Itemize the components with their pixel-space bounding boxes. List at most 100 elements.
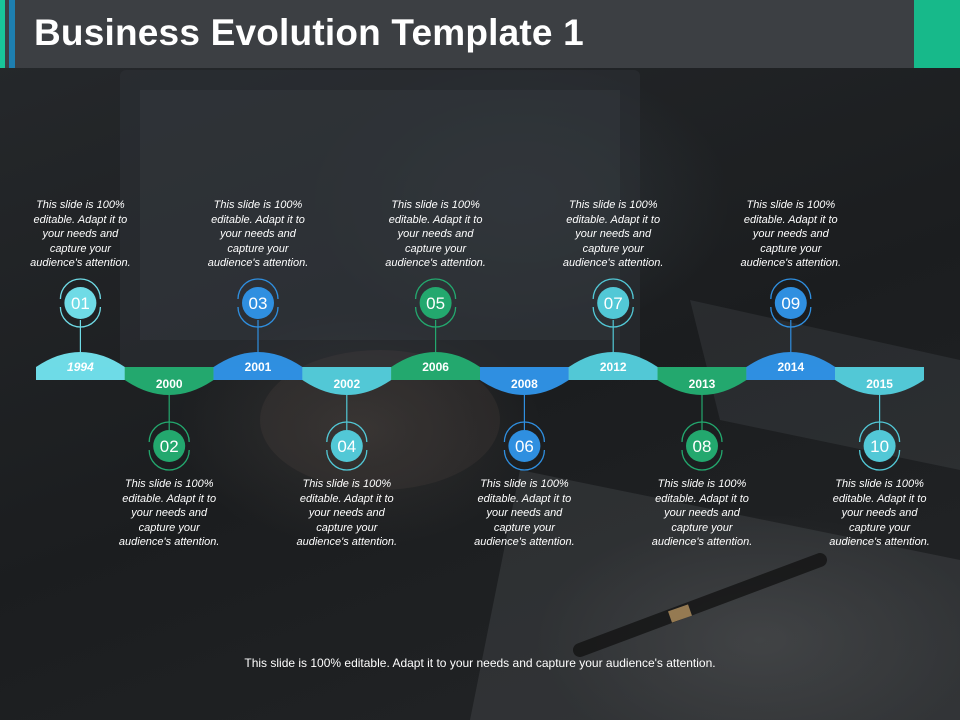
description-line: editable. Adapt it to <box>566 213 661 226</box>
year-segment-band <box>36 367 125 380</box>
description-line: audience's attention. <box>474 536 575 548</box>
title-bar: Business Evolution Template 1 <box>0 0 914 68</box>
ring-arc <box>681 421 723 443</box>
description-line: This slide is 100% <box>835 478 924 490</box>
ring-arc <box>148 449 190 471</box>
milestone-01: 1994 01 <box>36 278 125 380</box>
description-line: your needs and <box>664 507 740 519</box>
description-line: audience's attention. <box>30 257 131 269</box>
milestone-07: 2012 07 <box>568 278 658 380</box>
year-segment-band <box>302 367 392 380</box>
description-line: This slide is 100% <box>391 199 480 211</box>
description-line: editable. Adapt it to <box>743 213 838 226</box>
description-line: editable. Adapt it to <box>211 213 305 226</box>
description-line: your needs and <box>397 228 474 240</box>
year-label: 2013 <box>689 377 716 391</box>
ring-arc <box>414 278 457 300</box>
number-circle <box>419 287 452 319</box>
corner-accent <box>914 0 960 68</box>
number-circle <box>774 287 807 319</box>
title-accent-strip <box>9 0 15 68</box>
description-line: audience's attention. <box>829 536 930 548</box>
milestone-04: 2002 04 <box>302 367 392 471</box>
description-line: editable. Adapt it to <box>477 492 572 505</box>
year-label: 2000 <box>156 377 183 391</box>
description-line: audience's attention. <box>562 257 664 269</box>
year-segment-band <box>835 367 924 380</box>
number-circle <box>330 430 363 462</box>
number-label: 01 <box>71 294 90 313</box>
footer-text: This slide is 100% editable. Adapt it to… <box>244 656 716 670</box>
description-line: capture your <box>138 521 200 534</box>
year-segment-band <box>657 367 747 380</box>
number-circle <box>64 287 97 319</box>
ring-arc <box>326 421 368 443</box>
year-label: 2012 <box>600 360 627 374</box>
description-line: audience's attention. <box>651 536 753 548</box>
page-title: Business Evolution Template 1 <box>34 12 584 53</box>
description-line: capture your <box>405 242 467 255</box>
description-line: capture your <box>671 521 733 534</box>
milestone-02: 2000 02 <box>124 367 214 471</box>
description-line: editable. Adapt it to <box>388 213 483 226</box>
description-line: This slide is 100% <box>746 199 836 211</box>
milestone-05: 2006 05 <box>391 278 480 380</box>
milestone-description: This slide is 100% editable. Adapt it to y… <box>638 477 766 550</box>
description-line: audience's attention. <box>118 536 220 548</box>
ring-arc <box>503 449 546 471</box>
number-label: 02 <box>160 437 179 456</box>
milestone-description: This slide is 100% editable. Adapt it to y… <box>727 198 855 271</box>
number-label: 06 <box>515 437 534 456</box>
number-circle <box>863 430 896 462</box>
ring-arc <box>858 421 901 443</box>
number-label: 05 <box>426 294 445 313</box>
description-line: editable. Adapt it to <box>122 492 217 505</box>
description-line: capture your <box>760 242 822 255</box>
number-label: 04 <box>337 437 356 456</box>
description-line: capture your <box>849 521 911 534</box>
description-line: This slide is 100% <box>657 478 747 490</box>
number-circle <box>686 430 718 462</box>
description-line: your needs and <box>131 507 208 519</box>
description-line: audience's attention. <box>385 257 486 269</box>
milestone-description: This slide is 100% editable. Adapt it to y… <box>372 198 500 271</box>
description-line: capture your <box>49 242 111 255</box>
number-label: 08 <box>693 437 712 456</box>
description-line: editable. Adapt it to <box>33 213 128 226</box>
description-line: your needs and <box>308 507 385 519</box>
year-label: 1994 <box>67 360 94 374</box>
description-line: editable. Adapt it to <box>655 492 749 505</box>
number-label: 09 <box>781 294 800 313</box>
description-line: your needs and <box>220 228 296 240</box>
ring-arc <box>148 421 190 443</box>
year-label: 2006 <box>422 360 449 374</box>
ring-arc <box>326 449 368 471</box>
ring-arc <box>237 278 279 300</box>
ring-arc <box>770 278 812 300</box>
description-line: audience's attention. <box>296 536 398 548</box>
description-line: capture your <box>316 521 378 534</box>
number-label: 10 <box>870 437 889 456</box>
number-circle <box>508 430 541 462</box>
year-label: 2002 <box>333 377 360 391</box>
ring-arc <box>770 306 812 328</box>
year-segment-band <box>391 367 480 380</box>
year-segment-band <box>568 367 658 380</box>
description-line: your needs and <box>42 228 119 240</box>
year-segment-band <box>124 367 214 380</box>
description-line: your needs and <box>752 228 829 240</box>
number-circle <box>597 287 630 319</box>
ring-arc <box>414 306 457 328</box>
number-label: 07 <box>604 294 623 313</box>
ring-arc <box>59 278 102 300</box>
year-label: 2015 <box>866 377 893 391</box>
